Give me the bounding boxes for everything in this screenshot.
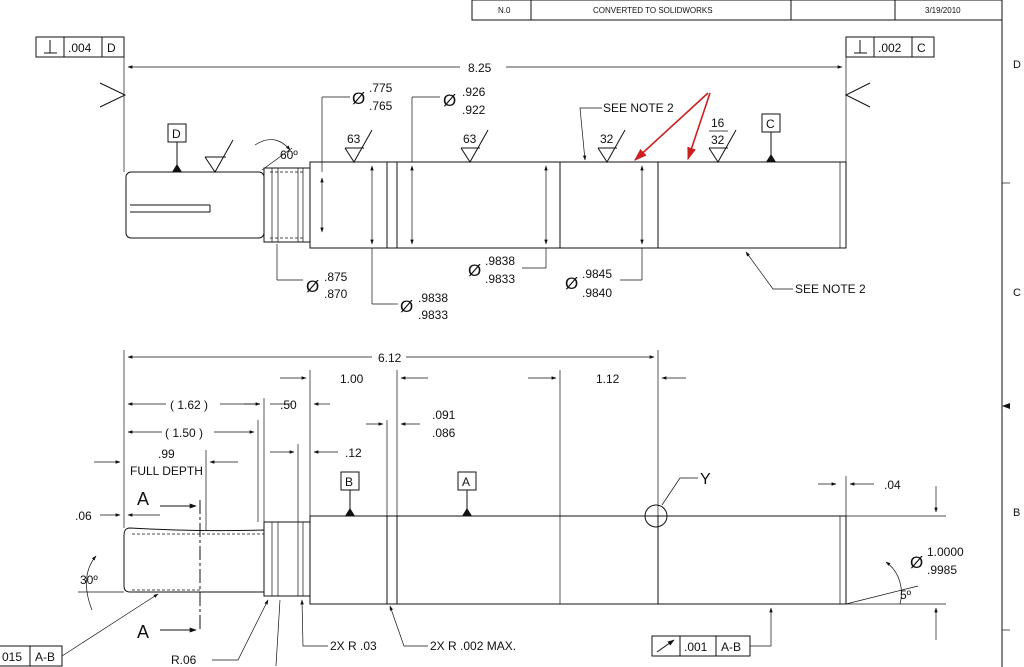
phi-10000: Ø [910,553,923,572]
zone-b: B [1013,507,1020,519]
dim-922: .922 [462,103,486,117]
fcf-left-datum: D [107,41,116,55]
dim-9838-b: .9838 [418,291,448,305]
fcf-partial-datum: A-B [35,650,55,664]
zone-c: C [1013,287,1021,299]
red-annotation-arrows [634,92,711,161]
finish-32-a: 32 [600,132,614,146]
fcf-runout: .001 A-B [651,607,773,657]
r-06: R.06 [171,653,197,667]
dim-150: ( 1.50 ) [165,426,203,440]
finish-symbols: 63 63 32 16 32 [344,116,737,163]
dim-926: .926 [462,85,486,99]
fcf-partial-tol: 015 [2,650,22,664]
section-a-top: A [137,489,149,509]
dim-870: .870 [324,287,348,301]
datum-a-label: A [462,475,470,489]
full-depth: FULL DEPTH [130,464,203,478]
datum-c: C [761,113,781,162]
dim-overall: 8.25 [468,61,492,75]
r-03: 2X R .03 [330,639,377,653]
fcf-right-datum: C [917,41,926,55]
datum-d: D [167,123,187,172]
datum-b-label: B [345,475,353,489]
dim-9833-a: .9833 [485,272,515,286]
rev-number: N.0 [498,6,511,15]
bottom-shaft-outline [123,504,847,605]
note-top: SEE NOTE 2 [603,101,674,115]
bottom-view: 6.12 1.00 1.12 ( 1.62 ) .50 ( 1.50 ) .09… [0,350,964,667]
datum-d-label: D [172,127,181,141]
datum-c-label: C [766,117,775,131]
finish-63-b: 63 [463,132,477,146]
phi-9845: Ø [565,274,578,293]
drawing-border: D C B [1001,0,1021,667]
fcf-perpendicularity-right: .002 C [844,36,935,108]
section-line-a: A A [137,489,201,642]
dim-765: .765 [369,99,393,113]
dim-9845: .9845 [582,267,612,281]
dim-9985: .9985 [927,563,957,577]
dim-100: 1.00 [340,372,364,386]
phi-9838-a: Ø [468,261,481,280]
top-shaft-outline [125,161,847,249]
rev-date: 3/19/2010 [925,6,961,15]
datum-b: B [340,471,360,516]
datum-a: A [457,471,477,516]
fcf-right-tol: .002 [878,41,902,55]
top-view: .004 D .002 C 8.25 [35,36,935,322]
dim-099: .99 [158,447,175,461]
fcf-perpendicularity-left: .004 D [35,36,127,108]
section-a-bottom: A [137,622,149,642]
dim-612: 6.12 [378,351,402,365]
dim-9833-b: .9833 [418,308,448,322]
finish-32-b: 32 [711,133,725,147]
detail-y: Y [700,471,711,488]
dim-9840: .9840 [582,286,612,300]
dim-10000: 1.0000 [927,545,964,559]
finish-16: 16 [711,116,725,130]
dim-50: .50 [280,398,297,412]
phi-926: Ø [443,91,456,110]
angle-5: 5º [900,588,912,602]
dim-162: ( 1.62 ) [170,398,208,412]
dim-086: .086 [432,426,456,440]
fcf-runout-datum: A-B [721,640,741,654]
zone-d: D [1013,59,1021,71]
dim-9838-a: .9838 [485,254,515,268]
angle-30: 30º [80,573,98,587]
fcf-partial-left: 015 A-B [0,593,159,667]
dim-04: .04 [884,478,901,492]
phi-775: Ø [352,89,365,108]
note-bottom: SEE NOTE 2 [795,282,866,296]
dim-112: 1.12 [596,372,620,386]
dim-12: .12 [345,446,362,460]
rev-description: CONVERTED TO SOLIDWORKS [593,6,713,15]
revision-block: N.0 CONVERTED TO SOLIDWORKS 3/19/2010 [471,0,1003,21]
dim-775: .775 [369,81,393,95]
fcf-runout-tol: .001 [684,640,708,654]
phi-9838-b: Ø [400,297,413,316]
finish-63-a: 63 [347,132,361,146]
fcf-left-tol: .004 [68,41,92,55]
phi-875: Ø [306,277,319,296]
angle-60: 60º [280,148,298,162]
dim-875: .875 [324,270,348,284]
dim-06: .06 [75,509,92,523]
dim-091: .091 [432,408,456,422]
r-002: 2X R .002 MAX. [430,639,516,653]
